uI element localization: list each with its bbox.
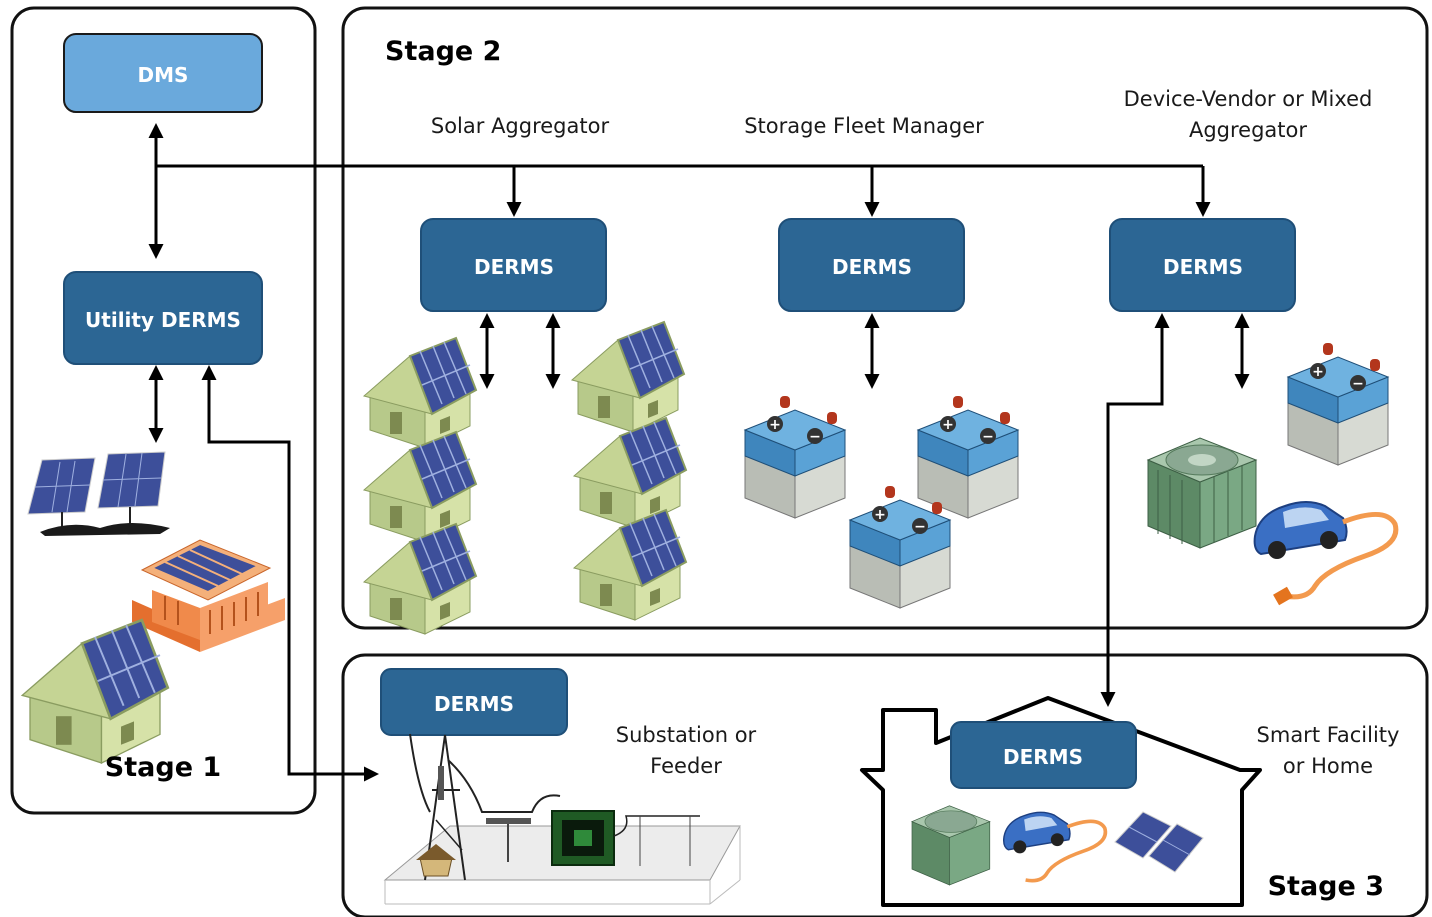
mixed-aggregator-derms-label: DERMS — [1163, 255, 1243, 279]
facility-derms-box[interactable] — [950, 721, 1137, 789]
substation-derms-box[interactable] — [380, 668, 568, 736]
storage-fleet-caption: Storage Fleet Manager — [744, 114, 984, 138]
hvac-unit-icon — [911, 805, 991, 886]
utility-derms-box[interactable] — [63, 271, 263, 365]
substation-derms-label: DERMS — [434, 692, 514, 716]
solar-aggregator-derms-label: DERMS — [474, 255, 554, 279]
electric-car-icon — [1253, 501, 1399, 606]
stage2-title: Stage 2 — [385, 36, 501, 67]
mixed-aggregator-caption-line1: Device-Vendor or Mixed — [1124, 87, 1373, 111]
electric-car-icon — [1003, 811, 1108, 883]
solar-panel-icon — [1114, 811, 1204, 873]
smart-facility-outline — [860, 696, 1262, 907]
facility-caption-line2: or Home — [1283, 754, 1373, 778]
stage1-title: Stage 1 — [105, 752, 221, 783]
substation-icon — [383, 733, 741, 905]
facility-caption-line1: Smart Facility — [1257, 723, 1400, 747]
connector-lines — [148, 123, 1250, 782]
solar-aggregator-derms-box[interactable] — [420, 218, 607, 312]
hvac-unit-icon — [1146, 437, 1258, 549]
substation-caption-line1: Substation or — [616, 723, 757, 747]
mixed-aggregator-derms-box[interactable] — [1109, 218, 1296, 312]
solar-array-icon — [27, 451, 170, 536]
storage-fleet-derms-box[interactable] — [778, 218, 965, 312]
mixed-aggregator-caption-line2: Aggregator — [1189, 118, 1307, 142]
substation-caption-line2: Feeder — [650, 754, 722, 778]
utility-derms-label: Utility DERMS — [85, 308, 241, 332]
dms-label: DMS — [138, 63, 189, 87]
dms-box[interactable] — [63, 33, 263, 113]
solar-aggregator-caption: Solar Aggregator — [431, 114, 610, 138]
facility-derms-label: DERMS — [1003, 745, 1083, 769]
stage3-title: Stage 3 — [1268, 871, 1384, 902]
storage-fleet-derms-label: DERMS — [832, 255, 912, 279]
